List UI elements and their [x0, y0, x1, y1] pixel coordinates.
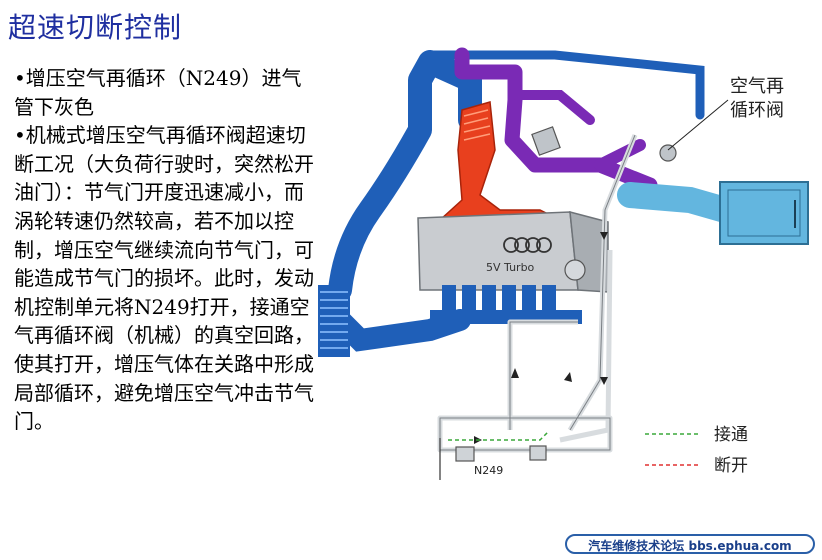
page-title: 超速切断控制: [8, 11, 183, 44]
recirc-pipe-upper: [510, 90, 595, 125]
valve-label-line1: 空气再: [730, 76, 784, 97]
valve-label-line2: 循环阀: [730, 100, 784, 121]
boost-pipe-top: [425, 50, 705, 120]
turbo-recirculation-diagram: 5V Turbo: [318, 47, 809, 480]
bullet-list: •增压空气再循环（N249）进气管下灰色 •机械式增压空气再循环阀超速切断工况（…: [14, 64, 314, 436]
n249-label: N249: [474, 464, 503, 477]
legend-connected-label: 接通: [714, 425, 748, 445]
connected-path: [448, 431, 549, 441]
recirc-pipe: [454, 47, 658, 193]
bullet-item-1: •增压空气再循环（N249）进气管下灰色: [14, 66, 302, 119]
recirculation-valve: [531, 126, 677, 281]
legend: 接通 断开: [645, 425, 748, 476]
air-filter: [719, 181, 809, 245]
logo-rings: [503, 237, 552, 253]
recirc-pipe-valve: [594, 139, 646, 171]
n249-solenoid: N249: [439, 438, 547, 480]
legend-disconnected-label: 断开: [714, 456, 748, 476]
intake-pipe: [617, 182, 738, 223]
valve-label-leader: [667, 99, 729, 151]
turbocharger: [438, 101, 561, 221]
boost-pipe: [328, 50, 482, 302]
intercooler: [318, 285, 350, 357]
bullet-item-2: •机械式增压空气再循环阀超速切断工况（大负荷行驶时，突然松开油门）：节气门开度迅…: [14, 123, 314, 434]
watermark-footer: 汽车维修技术论坛 bbs.ephua.com: [565, 534, 815, 554]
engine-label: 5V Turbo: [486, 261, 535, 274]
